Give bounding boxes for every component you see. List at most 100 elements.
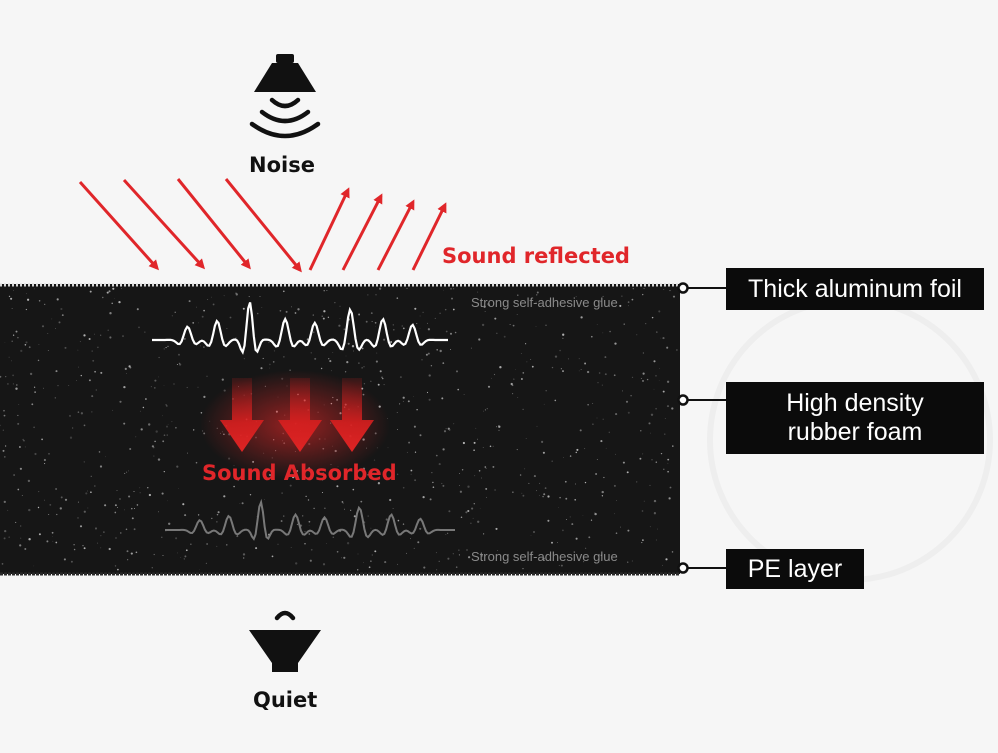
foam-speckle xyxy=(598,372,601,374)
foam-speckle xyxy=(642,372,645,375)
foam-speckle xyxy=(547,495,550,498)
foam-speckle xyxy=(44,303,46,306)
foam-speckle xyxy=(12,334,15,336)
foam-speckle xyxy=(313,507,315,510)
incoming-arrow-4 xyxy=(224,178,302,273)
foam-speckle xyxy=(310,548,313,551)
foam-speckle xyxy=(148,423,151,426)
foam-speckle xyxy=(642,293,644,296)
foam-speckle xyxy=(326,290,328,292)
foam-speckle xyxy=(588,536,591,539)
foam-speckle xyxy=(653,360,656,363)
foam-speckle xyxy=(165,347,167,349)
foam-speckle xyxy=(436,349,438,351)
foam-speckle xyxy=(167,345,169,347)
foam-speckle xyxy=(157,376,159,378)
foam-speckle xyxy=(477,438,478,440)
foam-speckle xyxy=(602,332,604,334)
foam-speckle xyxy=(451,297,453,300)
foam-speckle xyxy=(393,329,395,331)
foam-speckle xyxy=(541,440,544,443)
foam-speckle xyxy=(562,529,564,532)
foam-speckle xyxy=(343,556,346,559)
foam-speckle xyxy=(167,423,169,425)
foam-speckle xyxy=(367,515,369,517)
foam-speckle xyxy=(367,474,369,476)
pe-layer-label-text: PE layer xyxy=(747,554,843,583)
foam-speckle xyxy=(12,374,14,377)
foam-speckle xyxy=(126,471,128,473)
foam-speckle xyxy=(100,535,102,537)
foam-speckle xyxy=(592,423,594,426)
foam-speckle xyxy=(68,385,70,386)
foam-speckle xyxy=(667,462,669,464)
foam-speckle xyxy=(8,536,10,538)
foam-speckle xyxy=(328,358,330,360)
foam-speckle xyxy=(410,469,413,472)
foam-speckle xyxy=(663,289,665,290)
foam-speckle xyxy=(498,429,500,432)
foam-speckle xyxy=(26,293,28,295)
foam-speckle xyxy=(4,445,7,447)
foam-speckle xyxy=(174,311,176,313)
foam-speckle xyxy=(126,550,129,553)
rubber-foam-label: High density rubber foam xyxy=(726,382,984,454)
foam-speckle xyxy=(163,434,166,437)
foam-speckle xyxy=(197,386,199,388)
foam-speckle xyxy=(522,408,524,411)
foam-speckle xyxy=(38,300,41,302)
foam-speckle xyxy=(575,451,578,454)
foam-speckle xyxy=(645,323,647,325)
foam-speckle xyxy=(273,350,276,352)
foam-speckle xyxy=(8,295,11,298)
foam-speckle xyxy=(184,514,187,517)
foam-speckle xyxy=(544,487,547,489)
foam-speckle xyxy=(323,290,325,292)
reflected-waveform xyxy=(152,302,448,355)
foam-speckle xyxy=(272,361,275,363)
foam-speckle xyxy=(657,528,658,530)
foam-speckle xyxy=(77,411,80,413)
foam-speckle xyxy=(650,413,654,416)
foam-speckle xyxy=(336,550,339,553)
foam-speckle xyxy=(413,425,416,428)
foam-speckle xyxy=(362,467,366,470)
foam-speckle xyxy=(447,557,450,560)
foam-speckle xyxy=(496,332,498,334)
foam-speckle xyxy=(472,517,474,519)
foam-speckle xyxy=(136,504,139,506)
foam-speckle xyxy=(211,517,213,520)
foam-speckle xyxy=(543,403,545,405)
leader-lines xyxy=(686,287,726,569)
foam-speckle xyxy=(441,482,443,485)
foam-speckle xyxy=(336,477,338,479)
foam-speckle xyxy=(473,502,476,505)
foam-speckle xyxy=(383,338,386,341)
foam-speckle xyxy=(402,400,404,402)
foam-speckle xyxy=(520,378,523,380)
foam-speckle xyxy=(396,473,399,476)
foam-speckle xyxy=(609,330,611,333)
foam-speckle xyxy=(554,355,558,358)
quiet-label: Quiet xyxy=(253,688,318,712)
foam-speckle xyxy=(55,541,58,544)
foam-speckle xyxy=(379,370,382,373)
foam-speckle xyxy=(671,407,674,410)
foam-speckle xyxy=(64,346,67,349)
foam-speckle xyxy=(289,484,292,487)
foam-speckle xyxy=(571,523,574,526)
foam-speckle xyxy=(20,537,22,539)
foam-speckle xyxy=(79,525,83,528)
foam-speckle xyxy=(20,525,22,527)
reflected-arrow-1 xyxy=(308,187,350,271)
foam-speckle xyxy=(114,298,115,299)
foam-speckle xyxy=(486,408,488,410)
foam-speckle xyxy=(444,308,447,311)
foam-speckle xyxy=(513,378,515,380)
foam-speckle xyxy=(280,520,283,522)
foam-speckle xyxy=(166,434,168,436)
foam-speckle xyxy=(162,554,164,557)
foam-speckle xyxy=(15,330,18,333)
foam-speckle xyxy=(226,328,228,329)
leader-dots xyxy=(677,282,689,574)
